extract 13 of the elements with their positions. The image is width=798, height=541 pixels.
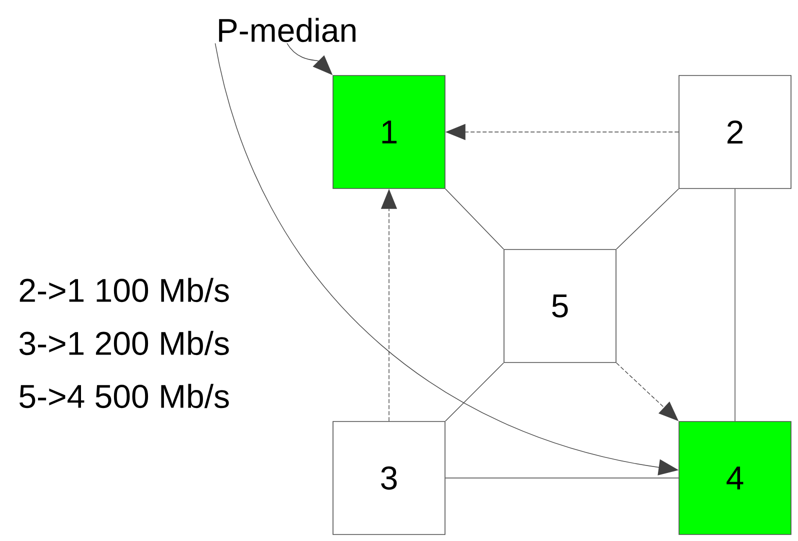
square-node: 5 [504,249,616,363]
square-node: 3 [332,421,446,535]
rate-label: 3->1 200 Mb/s [19,330,229,356]
connector-line [445,188,504,250]
connector-line [616,188,679,250]
connector-line [445,362,504,422]
square-node: 2 [678,75,792,189]
node-label: P-median [219,18,356,42]
rate-label: 5->4 500 Mb/s [20,384,229,408]
connector-line [734,188,736,422]
square-node: 1 [332,75,446,189]
square-node: 4 [678,421,792,535]
rate-label: 2->1 100 Mb/s [20,278,229,302]
